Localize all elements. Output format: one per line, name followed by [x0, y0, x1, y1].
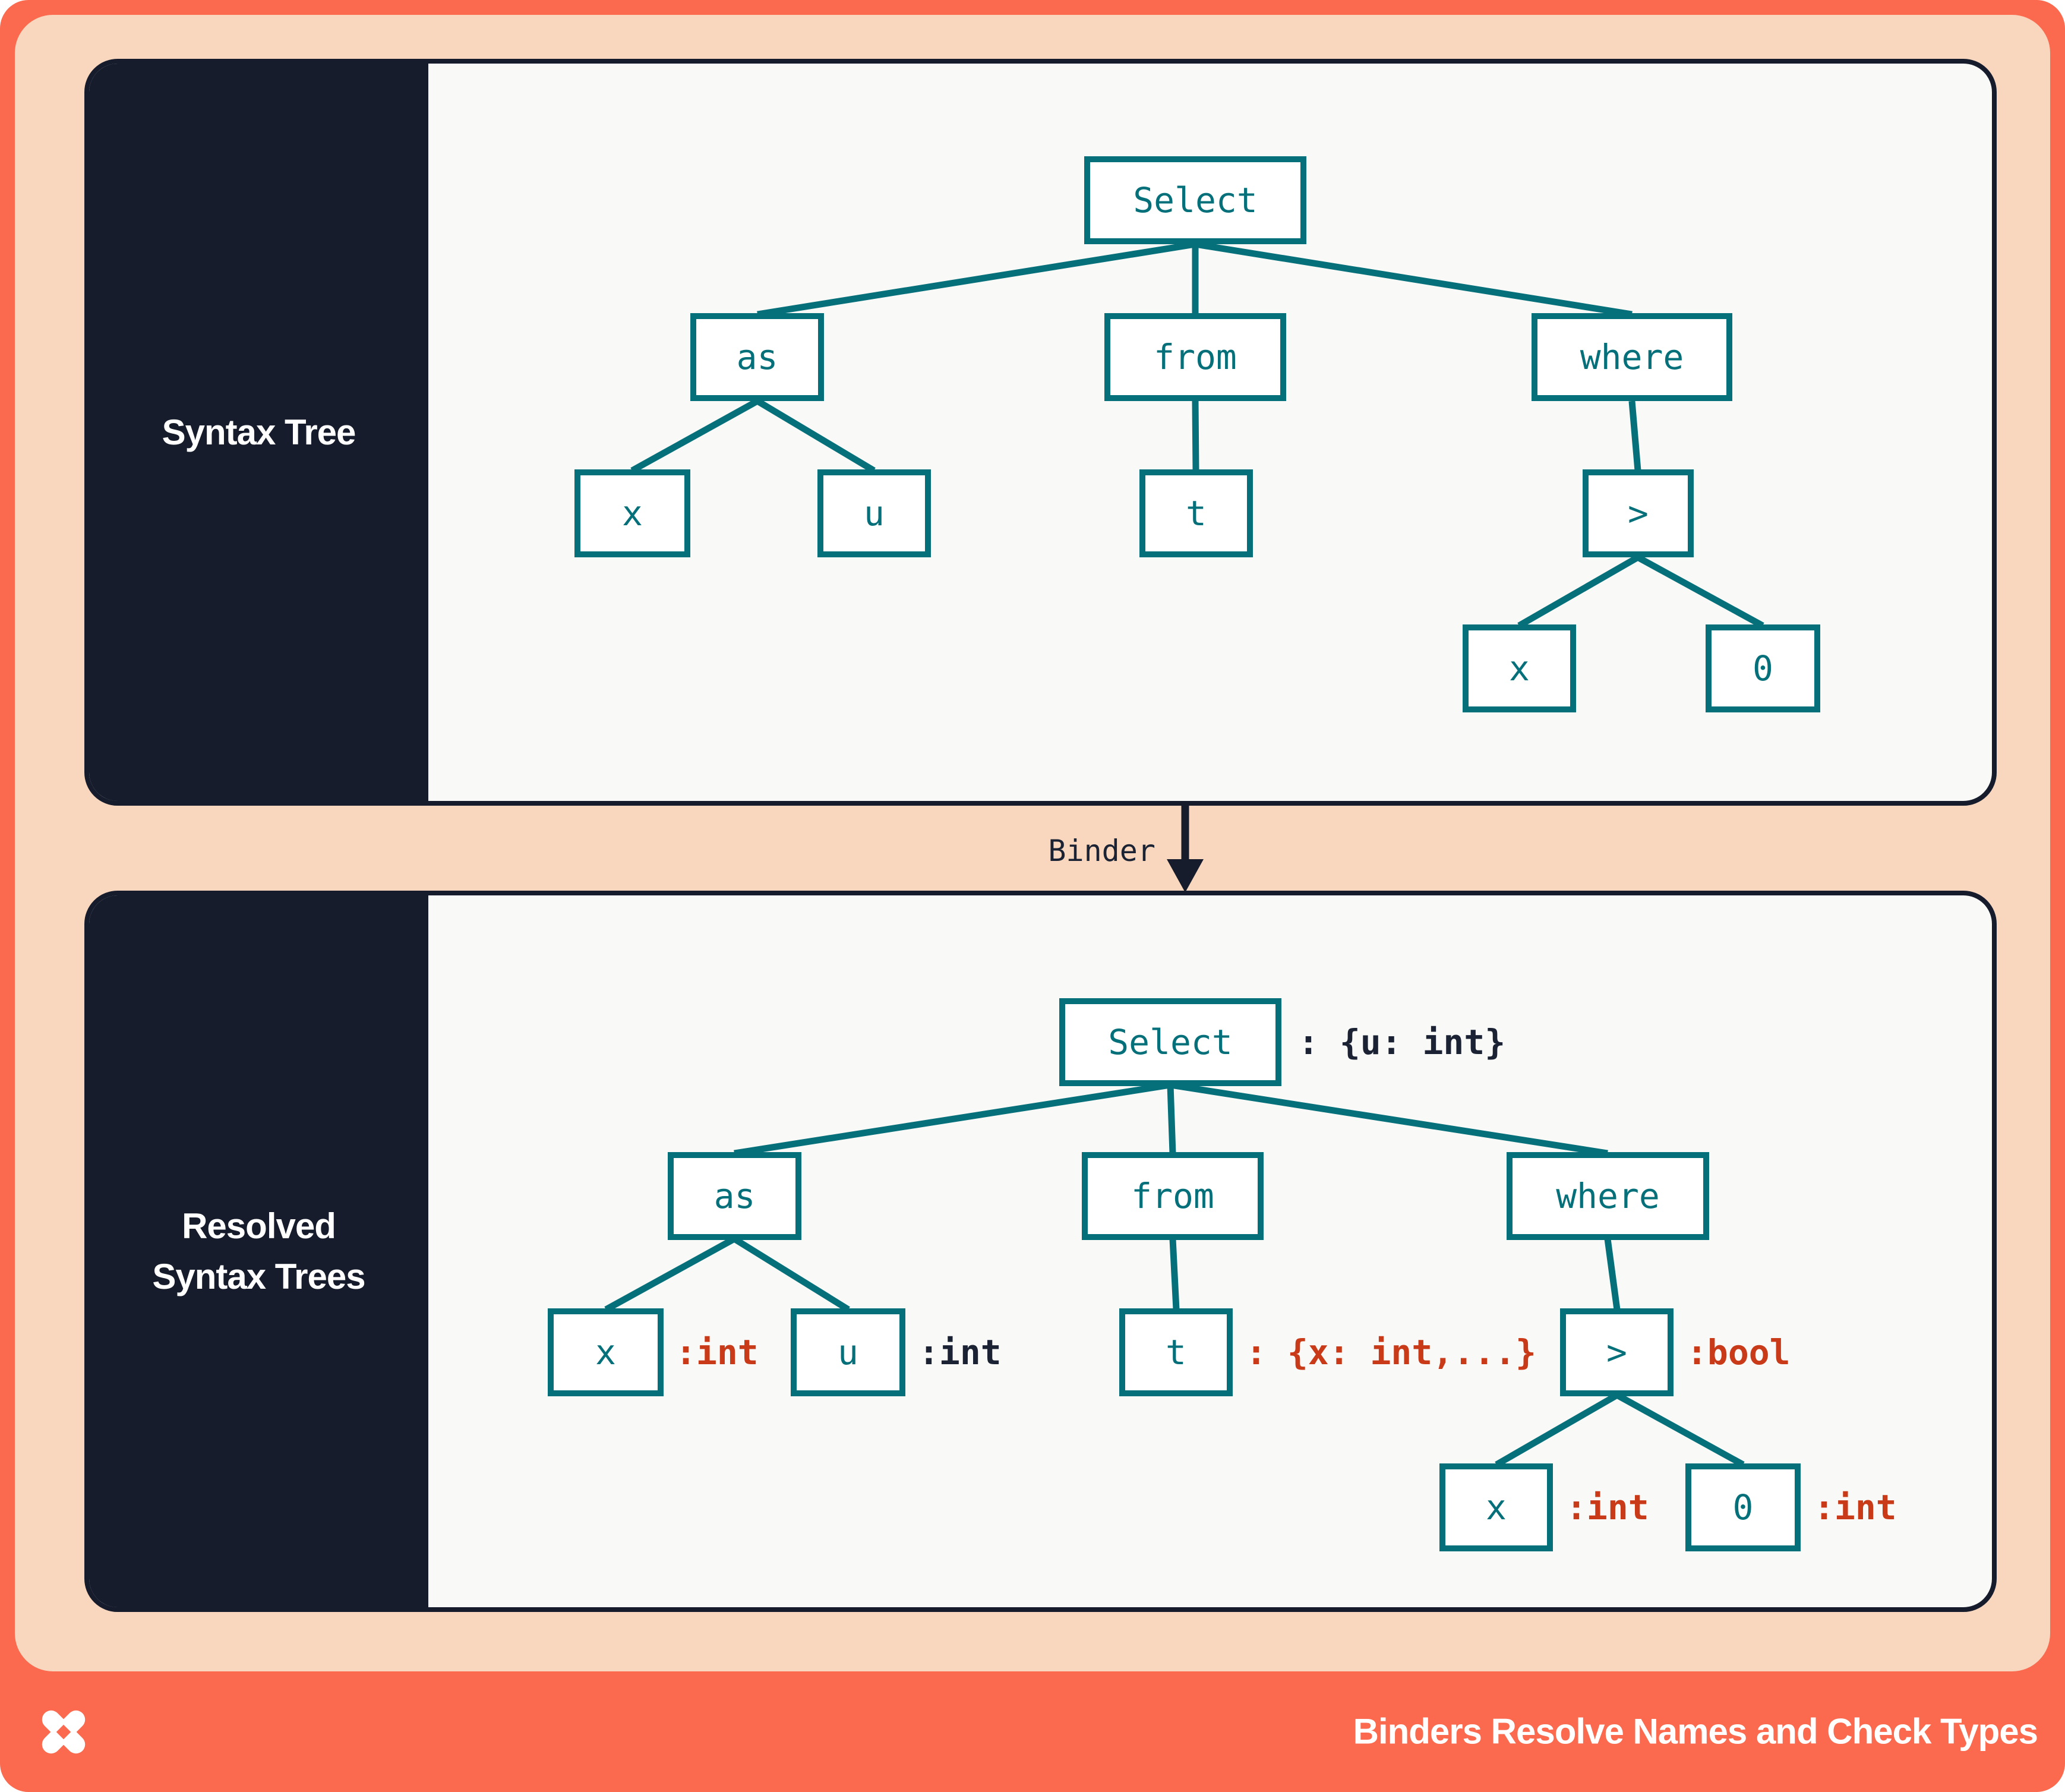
node-select: Select: [1084, 156, 1306, 244]
annotation-x2-type: :int: [1566, 1487, 1649, 1528]
node-zero-label: 0: [1753, 648, 1773, 689]
resolved-node-as: as: [668, 1152, 801, 1240]
resolved-as-label: as: [713, 1176, 756, 1216]
resolved-u-label: u: [838, 1332, 858, 1373]
resolved-tree-sidebar: Resolved Syntax Trees: [89, 895, 428, 1607]
resolved-label-line2: Syntax Trees: [152, 1257, 365, 1296]
resolved-select-label: Select: [1108, 1022, 1233, 1062]
node-t-under-from: t: [1139, 469, 1253, 557]
annotation-select-type: : {u: int}: [1298, 1022, 1506, 1062]
node-as: as: [690, 313, 824, 401]
node-zero-under-gt: 0: [1706, 624, 1820, 712]
annotation-u-type: :int: [918, 1332, 1002, 1373]
footer-title: Binders Resolve Names and Check Types: [1353, 1711, 2038, 1752]
resolved-node-t-under-from: t: [1119, 1308, 1233, 1396]
resolved-x2-label: x: [1486, 1487, 1507, 1528]
resolved-zero-label: 0: [1732, 1487, 1754, 1528]
resolved-node-where: where: [1507, 1152, 1709, 1240]
node-from-label: from: [1154, 337, 1237, 377]
node-x-under-as: x: [574, 469, 690, 557]
resolved-t-label: t: [1166, 1332, 1186, 1373]
resolved-node-u-under-as: u: [791, 1308, 905, 1396]
binder-label: Binder: [1048, 834, 1155, 868]
syntax-tree-panel: Syntax Tree: [84, 59, 1997, 806]
pinwheel-x-logo: [42, 1710, 86, 1754]
annotation-gt-type: :bool: [1687, 1332, 1791, 1373]
node-x-label: x: [622, 493, 643, 534]
resolved-node-gt-under-where: >: [1560, 1308, 1674, 1396]
node-x2-label: x: [1509, 648, 1530, 689]
node-u-under-as: u: [817, 469, 931, 557]
node-gt-under-where: >: [1583, 469, 1694, 557]
node-as-label: as: [736, 337, 778, 377]
resolved-gt-label: >: [1606, 1332, 1627, 1373]
resolved-tree-sidebar-label: Resolved Syntax Trees: [152, 1201, 365, 1302]
node-u-label: u: [864, 493, 885, 534]
resolved-node-from: from: [1082, 1152, 1264, 1240]
annotation-zero-type: :int: [1814, 1487, 1897, 1528]
node-t-label: t: [1186, 493, 1207, 534]
annotation-t-type: : {x: int,...}: [1246, 1332, 1536, 1373]
node-select-label: Select: [1133, 180, 1258, 220]
annotation-x-type: :int: [675, 1332, 759, 1373]
node-where-label: where: [1580, 337, 1684, 377]
resolved-node-x-under-as: x: [548, 1308, 664, 1396]
node-from: from: [1104, 313, 1286, 401]
node-where: where: [1532, 313, 1732, 401]
syntax-tree-sidebar-label: Syntax Tree: [162, 412, 356, 452]
resolved-node-select: Select: [1059, 998, 1281, 1086]
resolved-label-line1: Resolved: [182, 1206, 336, 1246]
resolved-node-zero-under-gt: 0: [1685, 1463, 1801, 1551]
resolved-tree-panel: Resolved Syntax Trees: [84, 891, 1997, 1612]
resolved-node-x-under-gt: x: [1439, 1463, 1553, 1551]
resolved-where-label: where: [1556, 1176, 1660, 1216]
resolved-x-label: x: [595, 1332, 616, 1373]
syntax-tree-sidebar: Syntax Tree: [89, 64, 428, 801]
node-x-under-gt: x: [1463, 624, 1576, 712]
node-gt-label: >: [1628, 493, 1649, 534]
resolved-from-label: from: [1131, 1176, 1214, 1216]
